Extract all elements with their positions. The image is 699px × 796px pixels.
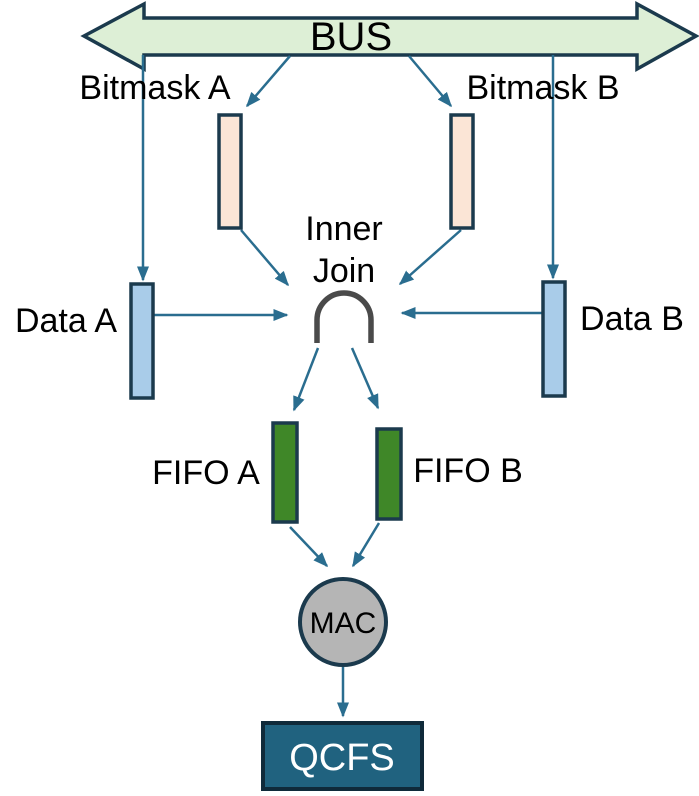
mac-label: MAC <box>310 607 377 640</box>
fifo-a-shape <box>271 421 299 524</box>
arrow-bus-to-bitmask-a <box>246 55 291 108</box>
arrow-join-to-fifo-a <box>292 347 320 412</box>
arrow-fifo-b-to-mac <box>351 522 381 568</box>
bus-label: BUS <box>310 15 392 59</box>
data-a-register-shape <box>129 282 155 400</box>
arrow-bitmask-a-to-join <box>240 229 289 287</box>
fifo-b-label: FIFO B <box>413 452 523 490</box>
fifo-b-shape <box>375 427 403 521</box>
data-b-register-shape <box>541 280 567 398</box>
data-a-label: Data A <box>15 302 117 340</box>
mac-circle-shape <box>298 577 388 667</box>
bitmask-a-label: Bitmask A <box>79 69 230 107</box>
bitmask-a-register-shape <box>217 113 243 230</box>
arrow-bitmask-b-to-join <box>398 229 462 285</box>
arrow-fifo-a-to-mac <box>289 526 329 568</box>
qcfs-box-shape <box>261 721 424 791</box>
bitmask-b-label: Bitmask B <box>466 69 619 107</box>
inner-join-label-line1: Inner <box>305 210 383 248</box>
bitmask-b-register-shape <box>449 113 475 230</box>
inner-join-symbol-icon <box>314 290 374 343</box>
inner-join-label-line2: Join <box>313 252 375 290</box>
qcfs-label: QCFS <box>289 737 395 779</box>
fifo-a-label: FIFO A <box>152 454 260 492</box>
arrow-join-to-fifo-b <box>350 347 380 410</box>
arrow-bus-to-bitmask-b <box>408 55 452 108</box>
data-b-label: Data B <box>580 300 684 338</box>
